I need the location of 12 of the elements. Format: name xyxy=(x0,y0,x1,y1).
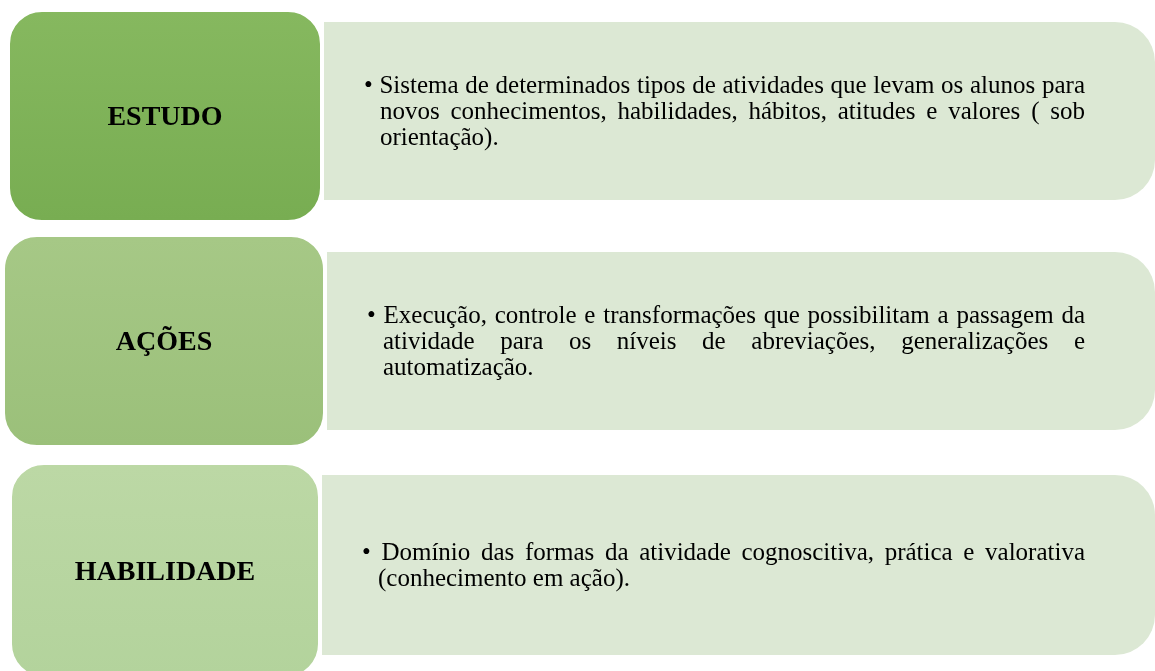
heading-text: ESTUDO xyxy=(107,100,223,132)
bullet-text: • Sistema de determinados tipos de atividades que levam os alunos para novos conhecimentos, habilidades, hábitos, atitudes e valores ( sob orientação). xyxy=(364,72,1085,150)
bullet-text: • Domínio das formas da atividade cognoscitiva, prática e valorativa (conhecimento em ação). xyxy=(362,539,1085,591)
heading-box xyxy=(10,463,320,671)
description-panel xyxy=(324,22,1155,200)
heading-text: HABILIDADE xyxy=(74,554,256,587)
heading-box xyxy=(8,10,322,222)
heading-text: AÇÕES xyxy=(115,325,213,357)
description-panel xyxy=(322,475,1155,655)
description-panel xyxy=(327,252,1155,430)
bullet-text: • Execução, controle e transformações que possibilitam a passagem da atividade para os níveis de abreviações, generalizações e automatização. xyxy=(367,302,1085,380)
heading-box xyxy=(3,235,325,447)
